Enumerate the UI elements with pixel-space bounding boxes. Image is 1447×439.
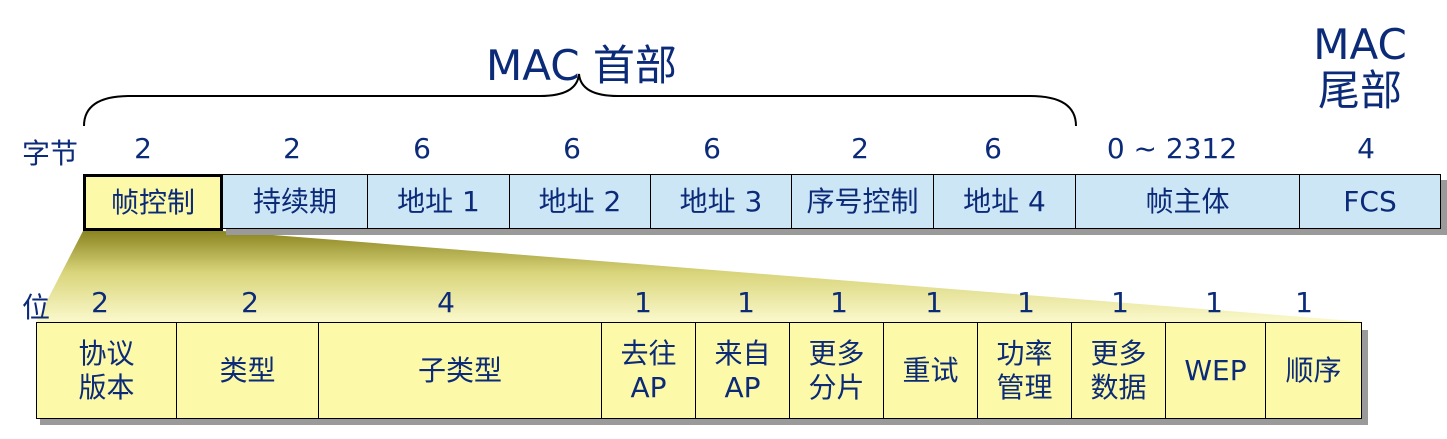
frame-field: 持续期	[223, 174, 368, 229]
frame-field: 帧主体	[1076, 174, 1300, 229]
bit-size: 2	[91, 286, 109, 319]
byte-size: 6	[984, 132, 1002, 165]
control-field-subtype: 子类型	[319, 322, 602, 419]
control-field-more-data: 更多数据	[1072, 322, 1166, 419]
control-field-line: 功率	[996, 336, 1053, 370]
frame-control-field: 帧控制	[83, 174, 223, 231]
frame-field: 序号控制	[792, 174, 934, 229]
mac-trailer-line1: MAC	[1313, 20, 1407, 69]
frame-field: 地址 1	[368, 174, 510, 229]
byte-size: 6	[703, 132, 721, 165]
mac-header-brace	[83, 73, 1077, 127]
control-field-line: 版本	[78, 370, 135, 404]
mac-header-title: MAC 首部	[486, 41, 677, 90]
byte-size: 6	[563, 132, 581, 165]
byte-size: 2	[283, 132, 301, 165]
bit-size: 1	[1111, 286, 1129, 319]
control-field-line: 类型	[219, 353, 276, 387]
bit-size: 1	[830, 286, 848, 319]
zoom-trapezoid	[36, 231, 1366, 322]
byte-size: 0 ~ 2312	[1106, 132, 1238, 165]
control-field-line: 去往	[620, 336, 677, 370]
byte-size: 6	[413, 132, 431, 165]
frame-field: 地址 3	[651, 174, 792, 229]
bit-size: 1	[1205, 286, 1223, 319]
mac-trailer-line2: 尾部	[1317, 66, 1402, 115]
control-field-line: 子类型	[417, 353, 502, 387]
control-field-wep: WEP	[1166, 322, 1266, 419]
bytes-label: 字节	[22, 137, 79, 170]
control-field-order: 顺序	[1266, 322, 1362, 419]
control-field-line: 顺序	[1285, 353, 1342, 387]
control-field-line: 数据	[1090, 370, 1147, 404]
control-field-retry: 重试	[884, 322, 978, 419]
control-field-more-fragments: 更多分片	[790, 322, 884, 419]
bit-size: 1	[1295, 286, 1313, 319]
control-shadow-bottom	[40, 419, 1368, 425]
byte-size: 2	[134, 132, 152, 165]
control-field-line: AP	[724, 370, 761, 404]
mac-trailer-title: MAC 尾部	[1300, 22, 1420, 114]
control-field-line: 管理	[996, 370, 1053, 404]
control-field-line: 来自	[714, 336, 771, 370]
frame-shadow-bottom	[226, 229, 1447, 235]
control-field-line: AP	[630, 370, 667, 404]
bits-label: 位	[22, 291, 51, 324]
byte-size: 2	[851, 132, 869, 165]
bit-size: 1	[925, 286, 943, 319]
bit-size: 2	[241, 286, 259, 319]
control-field-line: WEP	[1184, 353, 1247, 387]
bit-size: 4	[437, 286, 455, 319]
control-field-line: 协议	[78, 336, 135, 370]
control-field-line: 分片	[808, 370, 865, 404]
control-field-line: 更多	[808, 336, 865, 370]
frame-field: FCS	[1300, 174, 1441, 229]
bit-size: 1	[737, 286, 755, 319]
bit-size: 1	[634, 286, 652, 319]
byte-size: 4	[1357, 132, 1375, 165]
control-shadow-right	[1362, 330, 1368, 425]
control-field-protocol-version: 协议版本	[36, 322, 177, 419]
frame-field: 地址 4	[934, 174, 1076, 229]
control-field-line: 更多	[1090, 336, 1147, 370]
control-field-power-management: 功率管理	[978, 322, 1072, 419]
frame-shadow-right	[1441, 180, 1447, 235]
control-field-type: 类型	[177, 322, 319, 419]
frame-field: 地址 2	[510, 174, 651, 229]
bit-size: 1	[1017, 286, 1035, 319]
control-field-line: 重试	[902, 353, 959, 387]
